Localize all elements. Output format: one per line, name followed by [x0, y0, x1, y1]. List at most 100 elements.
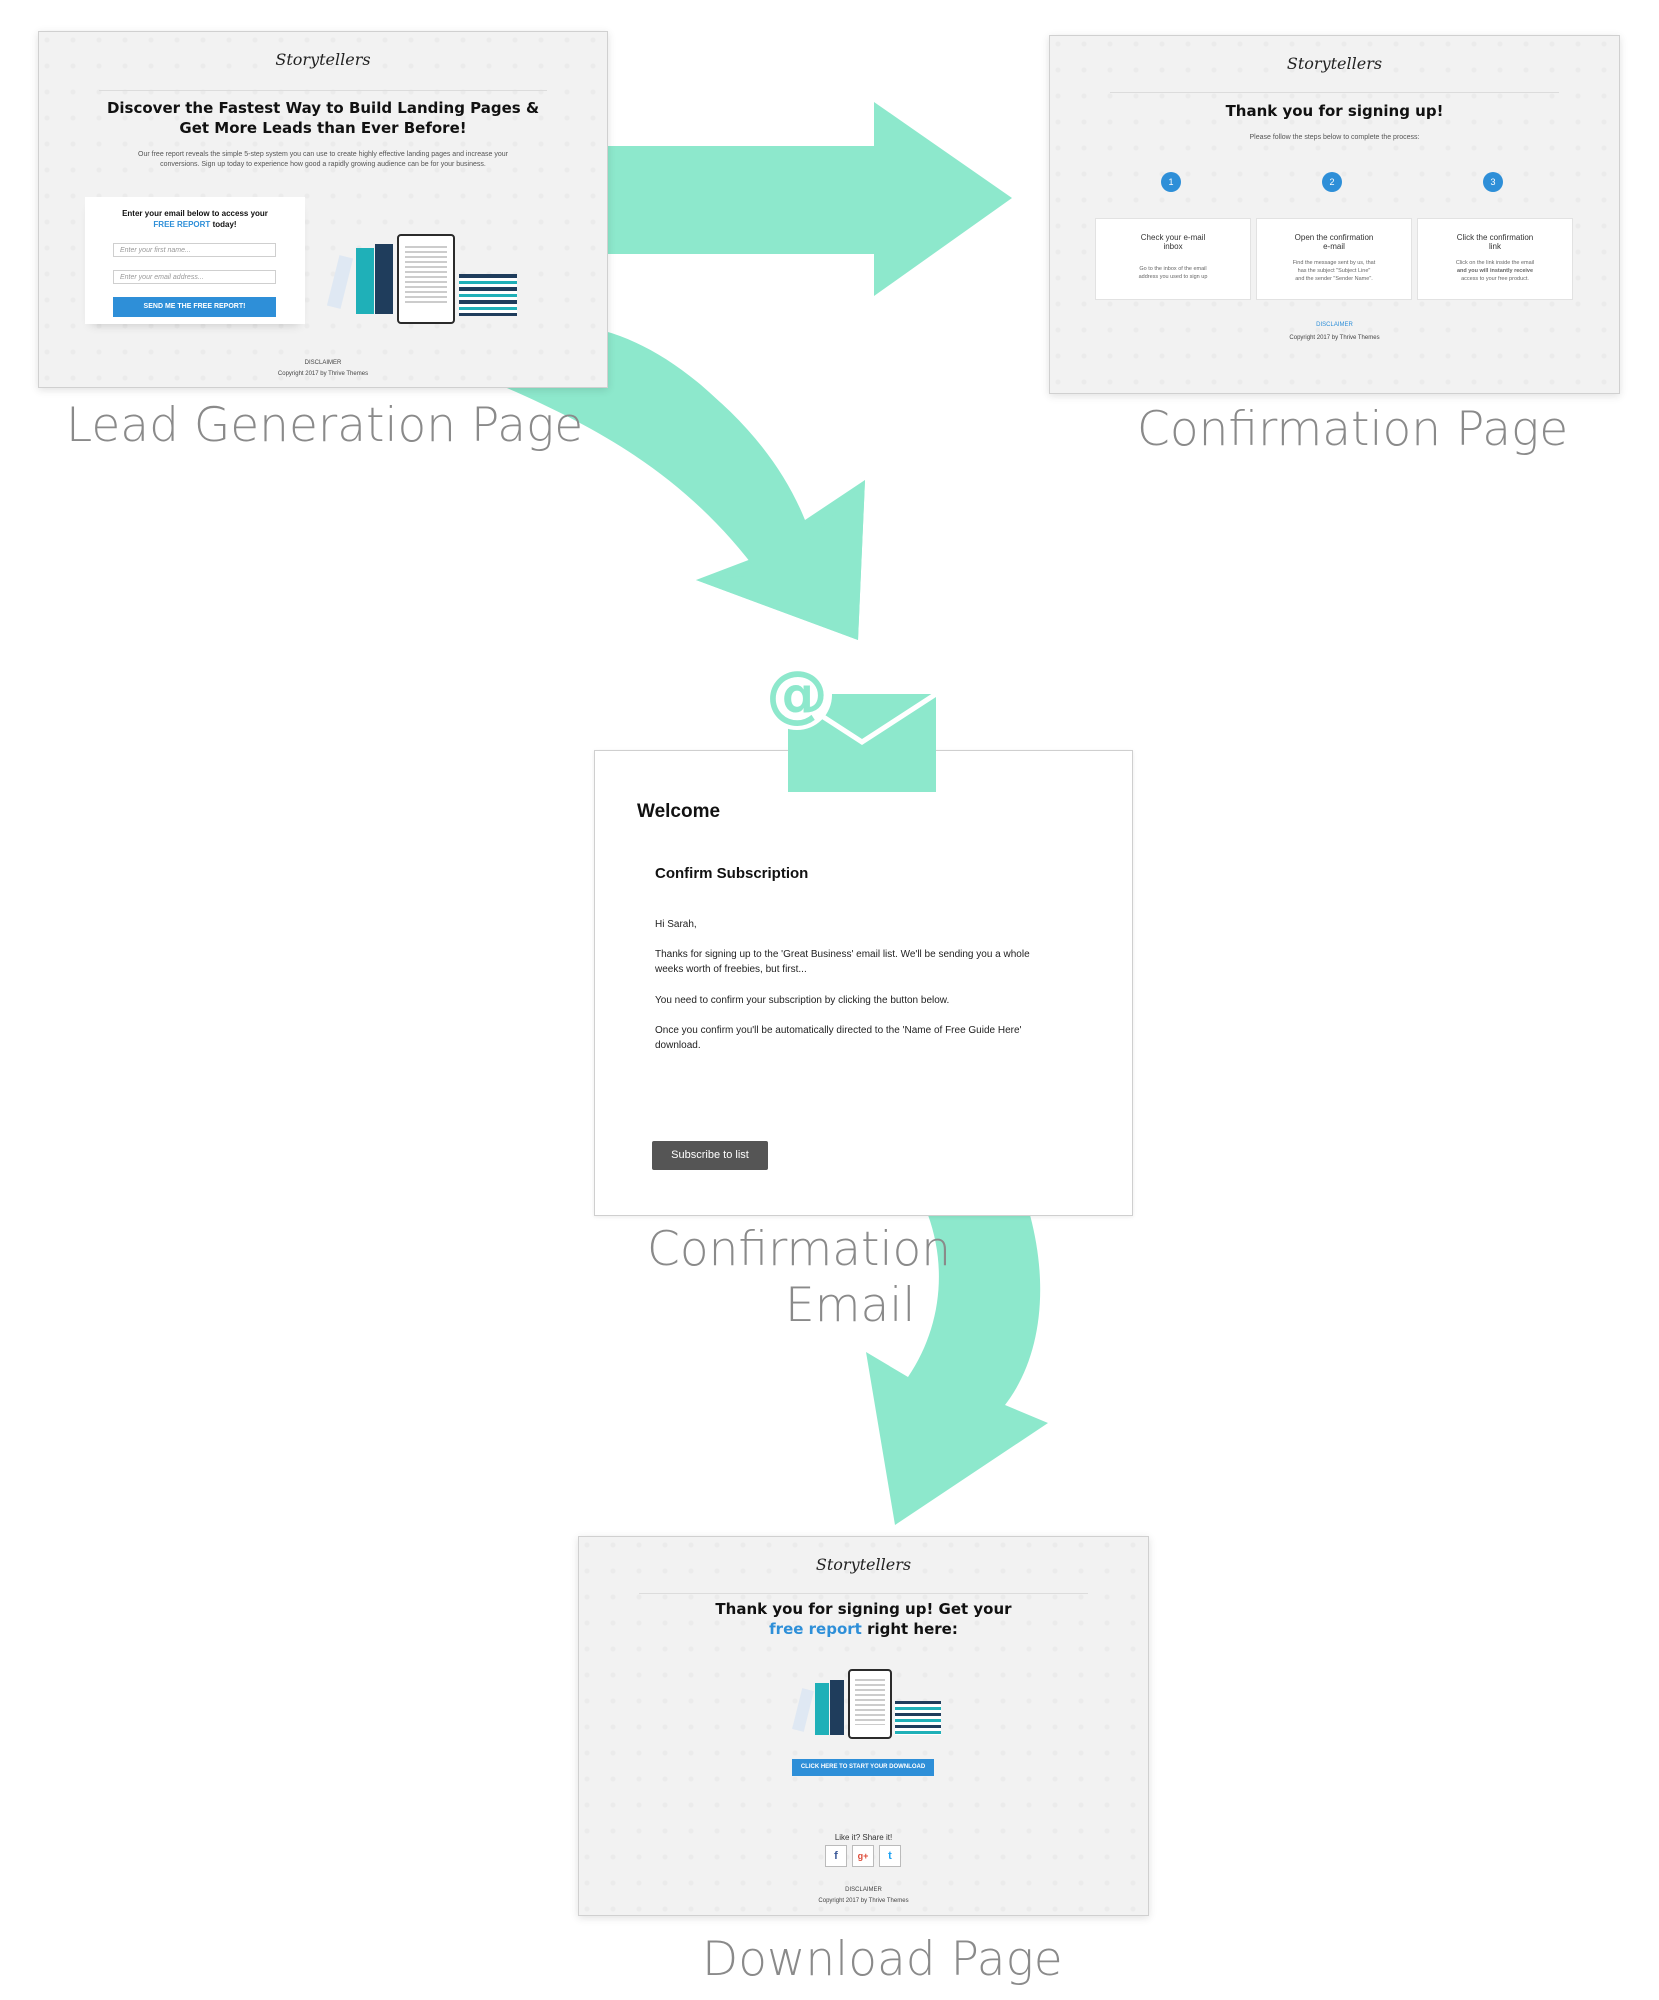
subscribe-to-list-button[interactable]: Subscribe to list [652, 1141, 768, 1170]
navy-book [830, 1680, 844, 1735]
step-1-title: Check your e-mail inbox [1096, 233, 1250, 251]
confirmation-copyright: Copyright 2017 by Thrive Themes [1289, 335, 1380, 341]
email-greeting: Hi Sarah, [655, 919, 697, 930]
confirmation-subtitle: Please follow the steps below to complet… [1249, 134, 1420, 141]
email-paragraph-3: Once you confirm you'll be automatically… [655, 1023, 1055, 1053]
tablet-device [848, 1669, 892, 1739]
share-prompt: Like it? Share it! [834, 1833, 893, 1842]
header-divider [639, 1593, 1088, 1594]
step-1-desc-line-1: Go to the inbox of the email [1139, 266, 1207, 272]
step-3-description: Click on the link inside the email and y… [1418, 259, 1572, 283]
free-report-link[interactable]: free report [769, 1620, 862, 1638]
email-paragraph-2: You need to confirm your subscription by… [655, 995, 950, 1006]
first-name-input[interactable]: Enter your first name... [113, 243, 276, 257]
email-input[interactable]: Enter your email address... [113, 270, 276, 284]
lead-disclaimer[interactable]: DISCLAIMER [304, 360, 342, 366]
arrow-to-confirmation-page [607, 102, 1012, 296]
email-paragraph-3-line-2: download. [655, 1040, 701, 1051]
email-paragraph-1: Thanks for signing up to the 'Great Busi… [655, 947, 1055, 977]
download-title: Thank you for signing up! Get your free … [579, 1599, 1148, 1639]
arrow-to-download-page [866, 1215, 1048, 1525]
arrow-to-confirmation-email-body [500, 326, 865, 640]
step-3-desc-line-2: and you will instantly receive [1456, 268, 1534, 274]
confirmation-disclaimer[interactable]: DISCLAIMER [1316, 322, 1353, 328]
step-3-desc-line-3: access to your free product. [1461, 276, 1529, 282]
headline: Discover the Fastest Way to Build Landin… [39, 98, 607, 138]
step-1-title-line-1: Check your e-mail [1140, 233, 1206, 242]
confirmation-email-preview: Welcome Confirm Subscription Hi Sarah, T… [594, 750, 1133, 1216]
navy-book [375, 244, 393, 314]
step-2-desc-line-3: and the sender "Sender Name". [1295, 276, 1373, 282]
step-2-desc-line-1: Find the message sent by us, that [1292, 260, 1376, 266]
optin-form: Enter your email below to access your FR… [85, 197, 305, 324]
scroll-shape [792, 1688, 814, 1732]
lead-generation-page-screenshot: Storytellers Discover the Fastest Way to… [38, 31, 608, 388]
download-page-screenshot: Storytellers Thank you for signing up! G… [578, 1536, 1149, 1916]
scroll-shape [326, 255, 354, 309]
email-heading: Welcome [637, 801, 721, 822]
form-title: Enter your email below to access your FR… [85, 208, 305, 230]
facebook-share-icon[interactable]: f [825, 1845, 847, 1867]
header-divider [1110, 92, 1559, 93]
google-plus-share-icon[interactable]: g+ [852, 1845, 874, 1867]
confirmation-email-caption-line-1: Confirmation [647, 1222, 952, 1277]
step-2-title: Open the confirmation e-mail [1257, 233, 1411, 251]
download-disclaimer[interactable]: DISCLAIMER [845, 1887, 882, 1893]
confirmation-page-caption: Confirmation Page [1137, 402, 1569, 457]
stacked-books [895, 1701, 941, 1735]
tablet-screen [855, 1679, 885, 1725]
step-1-number: 1 [1161, 172, 1181, 192]
header-divider [99, 90, 547, 91]
books-illustration [326, 222, 531, 324]
step-2-title-line-2: e-mail [1323, 242, 1345, 251]
teal-book [815, 1683, 829, 1735]
form-title-line-2: FREE REPORT today! [85, 219, 305, 230]
step-3-title-line-2: link [1488, 242, 1501, 251]
intro-line-1: Our free report reveals the simple 5-ste… [138, 151, 508, 158]
step-1-card: Check your e-mail inbox Go to the inbox … [1095, 218, 1251, 300]
send-report-button[interactable]: SEND ME THE FREE REPORT! [113, 297, 276, 317]
site-logo: Storytellers [1286, 54, 1383, 73]
at-sign-icon: @ [762, 660, 832, 730]
tablet-screen [405, 246, 447, 306]
step-1-description: Go to the inbox of the email address you… [1096, 265, 1250, 281]
step-1-title-line-2: inbox [1163, 242, 1183, 251]
headline-line-2: Get More Leads than Ever Before! [179, 119, 467, 137]
free-report-highlight: FREE REPORT [153, 220, 211, 229]
confirmation-page-screenshot: Storytellers Thank you for signing up! P… [1049, 35, 1620, 394]
intro-text: Our free report reveals the simple 5-ste… [39, 150, 607, 170]
confirmation-email-caption-line-2: Email [785, 1278, 916, 1333]
email-paragraph-1-line-1: Thanks for signing up to the 'Great Busi… [655, 949, 1030, 960]
download-title-line-1: Thank you for signing up! Get your [715, 1600, 1012, 1618]
headline-line-1: Discover the Fastest Way to Build Landin… [106, 99, 540, 117]
background-pattern [1050, 36, 1619, 393]
step-2-desc-line-2: has the subject "Subject Line" [1297, 268, 1371, 274]
teal-book [356, 248, 374, 314]
lead-copyright: Copyright 2017 by Thrive Themes [277, 371, 369, 377]
step-3-desc-line-1: Click on the link inside the email [1455, 260, 1535, 266]
email-paragraph-1-line-2: weeks worth of freebies, but first... [655, 964, 807, 975]
email-paragraph-3-line-1: Once you confirm you'll be automatically… [655, 1025, 1022, 1036]
step-3-title-line-1: Click the confirmation [1456, 233, 1534, 242]
twitter-share-icon[interactable]: t [879, 1845, 901, 1867]
step-3-number: 3 [1483, 172, 1503, 192]
step-1-desc-line-2: address you used to sign up [1138, 274, 1208, 280]
step-2-card: Open the confirmation e-mail Find the me… [1256, 218, 1412, 300]
step-2-title-line-1: Open the confirmation [1294, 233, 1374, 242]
site-logo: Storytellers [275, 50, 371, 69]
intro-line-2: conversions. Sign up today to experience… [160, 161, 486, 168]
email-subheading: Confirm Subscription [655, 865, 809, 882]
step-2-number: 2 [1322, 172, 1342, 192]
lead-generation-caption: Lead Generation Page [66, 398, 584, 453]
download-page-caption: Download Page [702, 1932, 1063, 1987]
start-download-button[interactable]: CLICK HERE TO START YOUR DOWNLOAD [792, 1759, 934, 1776]
site-logo: Storytellers [815, 1555, 912, 1574]
download-copyright: Copyright 2017 by Thrive Themes [818, 1898, 909, 1904]
form-title-line: Enter your email below to access your [122, 209, 268, 218]
confirmation-title: Thank you for signing up! [1225, 102, 1444, 120]
stacked-books [459, 274, 517, 316]
download-title-end: right here: [867, 1620, 958, 1638]
tablet-device [397, 234, 455, 324]
books-illustration [792, 1663, 945, 1743]
